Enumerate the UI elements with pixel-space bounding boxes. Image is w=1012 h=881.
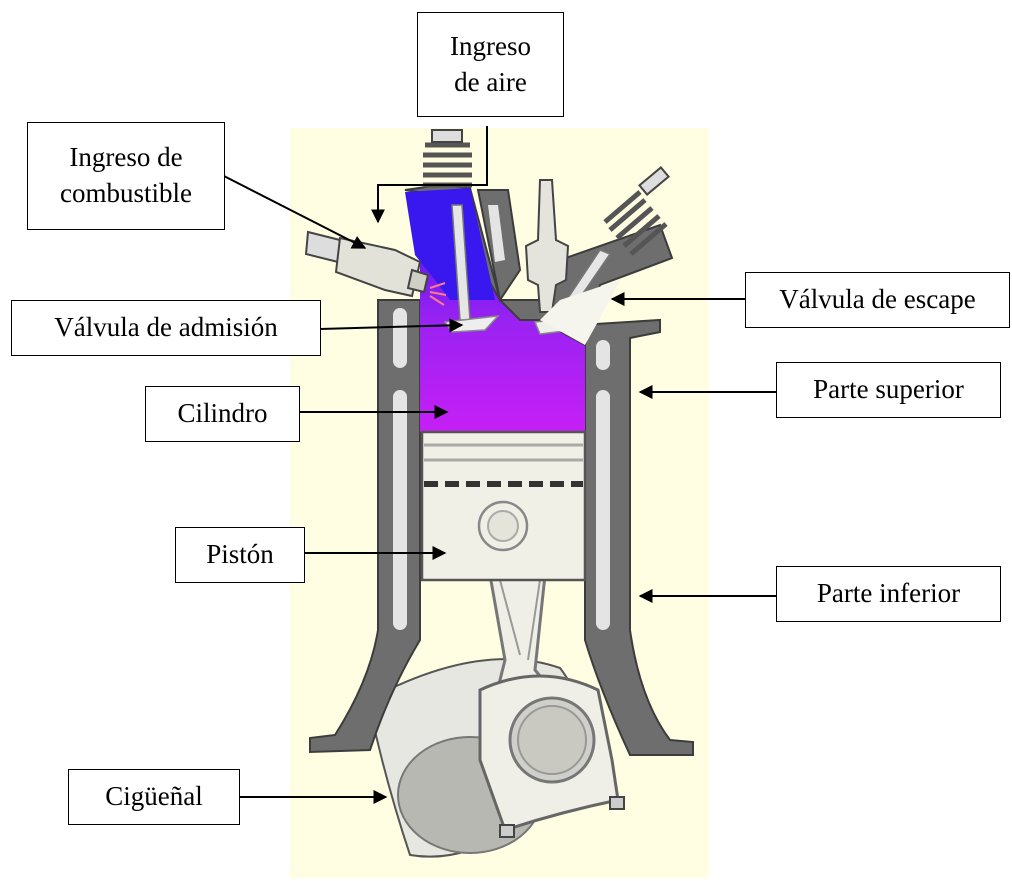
label-piston: Pistón	[175, 527, 305, 583]
piston-pin-inner	[488, 511, 518, 541]
label-fuel-intake: Ingreso de combustible	[27, 122, 225, 230]
left-coolant-slot-upper	[393, 308, 407, 368]
rod-bolt-left	[500, 825, 514, 837]
label-air-intake: Ingreso de aire	[417, 12, 564, 117]
label-exhaust-valve: Válvula de escape	[745, 272, 1010, 328]
right-coolant-slot-upper	[596, 340, 610, 370]
label-upper-part: Parte superior	[776, 362, 1001, 418]
rod-bolt-right	[610, 797, 624, 809]
right-coolant-slot-lower	[596, 390, 610, 630]
label-lower-part: Parte inferior	[776, 566, 1001, 622]
intake-valve-cap	[432, 130, 462, 142]
label-intake-valve: Válvula de admisión	[11, 300, 321, 356]
label-cylinder: Cilindro	[145, 386, 300, 442]
big-end-bearing-inner	[518, 706, 586, 774]
label-crankshaft: Cigüeñal	[68, 769, 240, 825]
left-coolant-slot-lower	[393, 390, 407, 630]
